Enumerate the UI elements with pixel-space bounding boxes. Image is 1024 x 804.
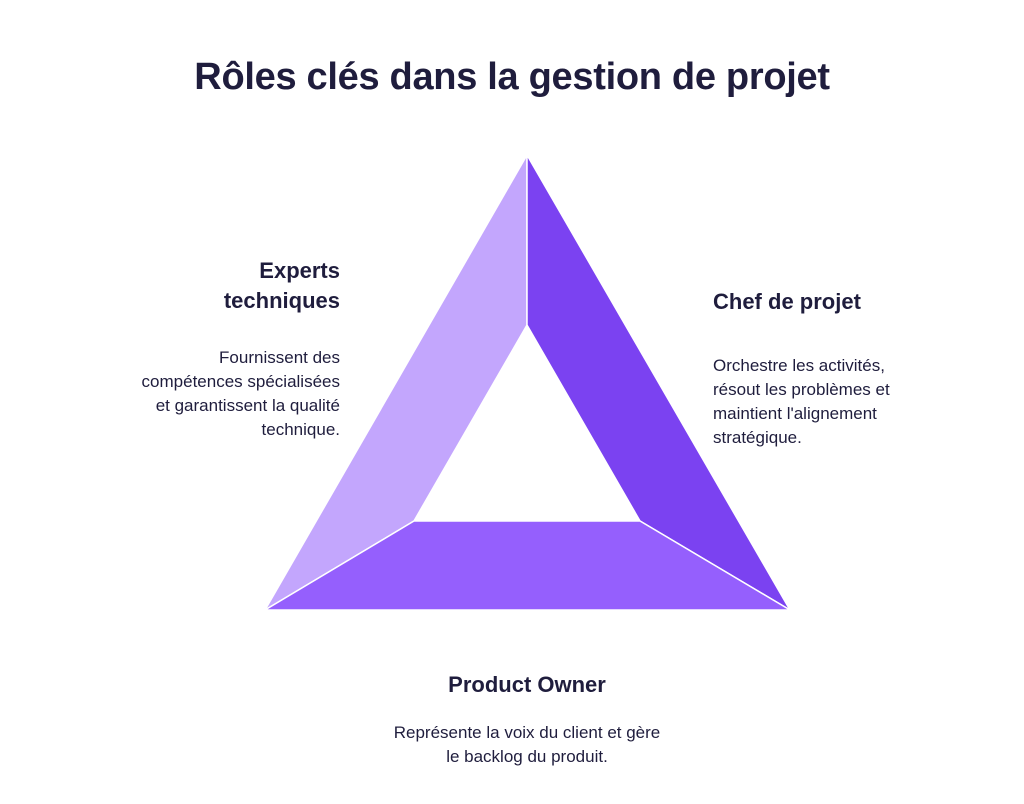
po-description: Représente la voix du client et gère le …: [0, 721, 1024, 769]
po-heading: Product Owner: [448, 672, 606, 697]
experts-heading-line: Experts: [259, 258, 340, 283]
description-line: Orchestre les activités,: [713, 356, 885, 375]
experts-description: Fournissent des compétences spécialisées…: [142, 346, 340, 442]
description-line: Représente la voix du client et gère: [393, 723, 661, 742]
chef-heading: Chef de projet: [713, 289, 861, 314]
page-title: Rôles clés dans la gestion de projet: [194, 56, 830, 98]
description-line: maintient l'alignement: [713, 404, 877, 423]
description-line: compétences spécialisées: [141, 372, 340, 391]
experts-heading-line: techniques: [223, 288, 340, 313]
description-line: résout les problèmes et: [713, 380, 890, 399]
description-line: le backlog du produit.: [446, 747, 608, 766]
description-line: et garantissent la qualité: [155, 396, 340, 415]
description-line: stratégique.: [713, 428, 802, 447]
description-line: Fournissent des: [219, 348, 340, 367]
description-line: technique.: [261, 420, 340, 439]
product-owner-segment: [262, 520, 793, 611]
experts-heading: Experts techniques: [224, 256, 340, 316]
chef-description: Orchestre les activités, résout les prob…: [713, 354, 890, 450]
